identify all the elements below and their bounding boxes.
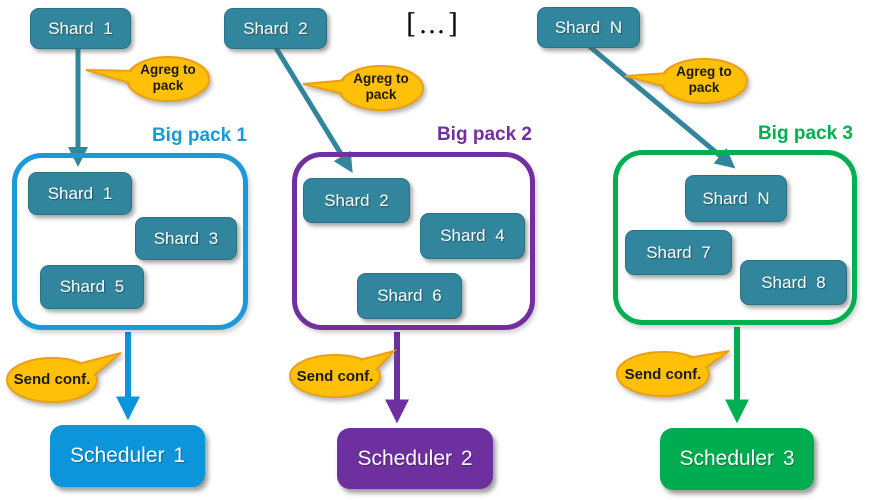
shard-box: Shard N bbox=[685, 175, 787, 222]
agreg-line2: pack bbox=[152, 78, 184, 93]
shard-source-box-2: Shard 2 bbox=[224, 8, 327, 49]
send-conf-text-1: Send conf. bbox=[13, 371, 91, 388]
agreg-bubble-text-2: Agreg to pack bbox=[338, 71, 424, 103]
agreg-bubble-3 bbox=[624, 58, 748, 104]
shard-box: Shard 3 bbox=[135, 217, 237, 260]
send-conf-bubble-3 bbox=[616, 350, 730, 397]
big-pack-box-3 bbox=[613, 150, 857, 325]
shard-box: Shard 6 bbox=[357, 273, 462, 319]
agreg-arrow-2 bbox=[273, 46, 353, 173]
agreg-bubble-2 bbox=[302, 65, 424, 111]
shard-box: Shard 5 bbox=[40, 265, 144, 309]
scheduler-box-3: Scheduler 3 bbox=[660, 428, 814, 490]
big-pack-title-2: Big pack 2 bbox=[436, 124, 532, 145]
agreg-bubble-text-3: Agreg to pack bbox=[661, 64, 747, 96]
scheduler-box-2: Scheduler 2 bbox=[337, 428, 493, 489]
agreg-line1: Agreg to bbox=[140, 62, 196, 77]
shard-source-box-1: Shard 1 bbox=[30, 8, 131, 49]
agreg-line1: Agreg to bbox=[353, 71, 409, 86]
shard-box: Shard 1 bbox=[28, 172, 132, 215]
send-conf-bubble-1 bbox=[6, 352, 122, 403]
agreg-bubble-1 bbox=[85, 56, 210, 102]
big-pack-title-3: Big pack 3 bbox=[757, 123, 853, 144]
shard-source-box-n: Shard N bbox=[537, 7, 640, 48]
send-conf-text-2: Send conf. bbox=[296, 368, 374, 385]
agreg-line2: pack bbox=[688, 80, 720, 95]
agreg-line2: pack bbox=[365, 87, 397, 102]
agreg-line1: Agreg to bbox=[676, 64, 732, 79]
agreg-bubble-text-1: Agreg to pack bbox=[125, 62, 211, 94]
agreg-arrow-3 bbox=[587, 44, 736, 169]
send-conf-text-3: Send conf. bbox=[624, 366, 702, 383]
shard-box: Shard 8 bbox=[740, 260, 847, 305]
shard-box: Shard 7 bbox=[625, 230, 732, 275]
scheduler-box-1: Scheduler 1 bbox=[50, 425, 205, 487]
big-pack-box-2 bbox=[292, 152, 535, 330]
shard-box: Shard 4 bbox=[420, 213, 525, 259]
ellipsis-text: […] bbox=[406, 9, 461, 40]
big-pack-title-1: Big pack 1 bbox=[151, 125, 247, 146]
send-conf-bubble-2 bbox=[289, 349, 398, 398]
shard-box: Shard 2 bbox=[303, 178, 410, 223]
big-pack-box-1 bbox=[12, 153, 248, 330]
